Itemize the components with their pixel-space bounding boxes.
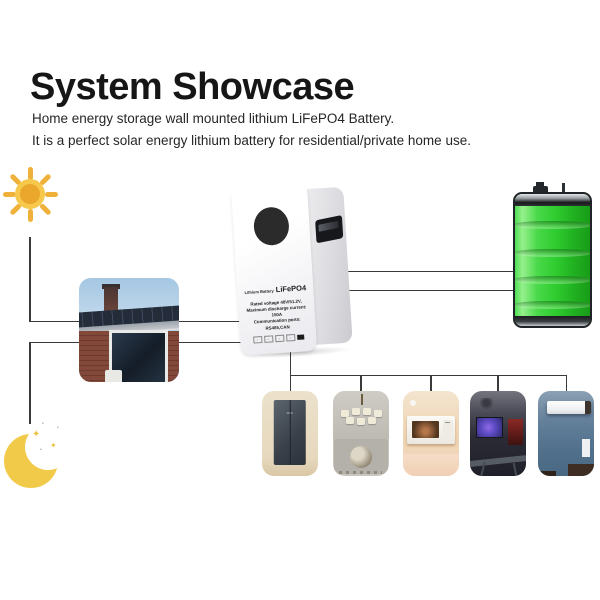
battery-body [513,192,592,328]
connector-sun-down [29,237,31,321]
battery-bottom-cap [515,316,590,326]
microwave-controls [442,419,454,440]
brand-big-text: LiFePO4 [275,283,307,295]
microwave-oven [406,415,456,444]
connector-product-to-battery-1 [338,270,514,272]
cert-mark-icon: ▫ [274,334,284,343]
subtitle-line2: It is a perfect solar energy lithium bat… [32,133,471,148]
solar-house-photo [79,278,179,382]
star-dot-icon: • [57,425,59,431]
connector-product-to-battery-2 [338,289,514,291]
cabinet [568,464,594,476]
brand-logo-icon: ▪ [296,334,304,341]
connector-product-down [289,349,291,375]
round-mirror [349,446,372,469]
battery-segment-divider [515,301,590,309]
cert-mark-icon: ▫ [263,335,274,344]
garden-chair [105,369,122,382]
connector-moon-up [29,342,31,424]
lamp-stem [361,394,363,405]
star-icon: ✦ [32,429,41,440]
drop-lamp [360,375,362,391]
chimney [104,287,118,315]
star-icon: ✦ [50,441,57,450]
pc-tower [508,419,524,446]
product-port [315,215,344,244]
microwave-photo [403,391,459,476]
header: System Showcase Home energy storage wall… [30,66,570,147]
chandelier-photo [333,391,389,476]
table-decor [339,471,383,474]
ac-end-cap [584,401,591,414]
wall-switch [581,438,591,458]
sun-icon [0,164,62,226]
drop-microwave [430,375,432,391]
battery-segment-divider [515,221,590,229]
cert-mark-icon: ▫ [285,333,295,342]
desk [470,455,526,468]
certification-row: ▫ ▫ ▫ ▫ ▪ [243,333,313,345]
moon-icon: ✦ ✦ • • • [0,418,72,502]
cabinet-shadow [538,470,556,476]
page-title: System Showcase [30,66,355,108]
refrigerator-photo [262,391,318,476]
star-dot-icon: • [42,421,44,427]
battery-terminal-pin [562,183,565,194]
air-conditioner-photo [538,391,594,476]
round-display-icon [252,206,291,247]
spec-text-block: Rated voltage 48V/51.2V, Maximum dischar… [241,298,313,333]
battery-segment-divider [515,249,590,257]
console-panel [334,438,388,475]
desk-leg [512,463,518,476]
subtitle-line1: Home energy storage wall mounted lithium… [32,111,395,126]
drop-ac [565,375,567,391]
battery-segment-divider [515,276,590,284]
wall-shelf [478,397,494,410]
kitchen-counter [403,453,459,476]
star-dot-icon: • [40,447,42,453]
battery-top-cap [515,194,590,206]
fridge [273,400,307,465]
computer-desk-photo [470,391,526,476]
battery-level-icon [513,182,592,328]
chimney-top [102,284,120,290]
cert-mark-icon: ▫ [252,335,263,344]
connector-bus [289,374,567,376]
battery-terminal [533,182,548,195]
brand-small-text: Lithium Battery [244,288,274,296]
microwave-window [411,420,439,439]
drop-computer [497,375,499,391]
monitor-glow [475,416,504,439]
wall-hook [409,399,416,406]
drop-fridge [289,375,291,391]
ac-unit [546,401,591,414]
